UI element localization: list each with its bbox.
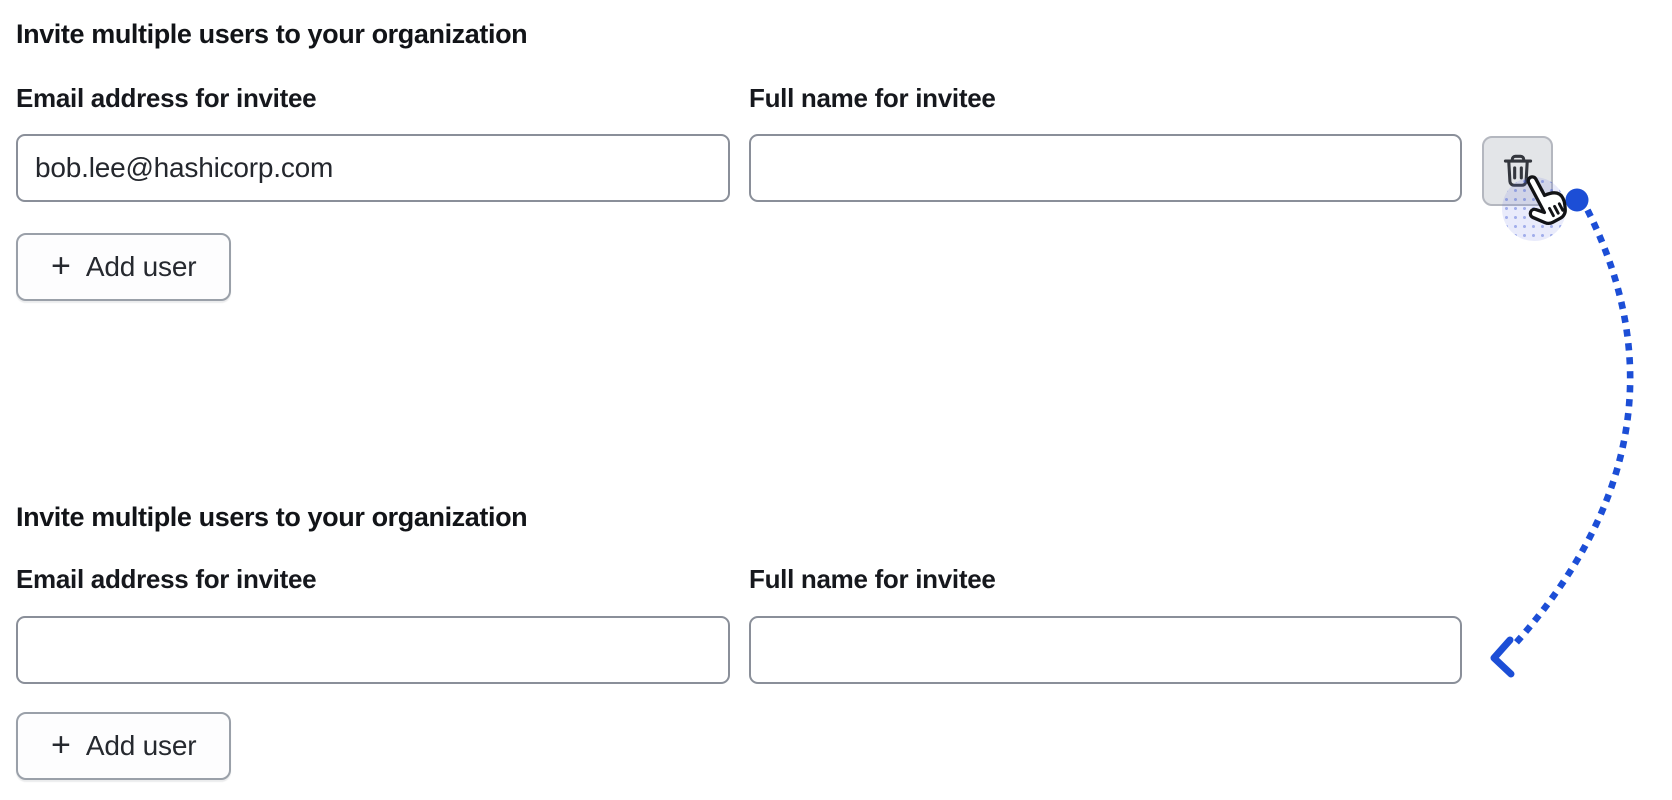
section1-email-input[interactable] xyxy=(16,134,730,202)
annotation-arrowhead xyxy=(1490,636,1515,678)
delete-user-row-button[interactable] xyxy=(1482,136,1553,206)
add-user-button-2[interactable]: + Add user xyxy=(16,712,232,780)
plus-icon: + xyxy=(51,725,71,764)
add-user-button[interactable]: + Add user xyxy=(16,233,232,301)
annotation-start-dot xyxy=(1565,188,1589,212)
plus-icon: + xyxy=(51,246,71,285)
section2-fullname-label: Full name for invitee xyxy=(749,564,996,594)
section2-email-input[interactable] xyxy=(16,616,730,684)
section1-heading: Invite multiple users to your organizati… xyxy=(16,19,528,49)
annotation-dotted-path xyxy=(1510,208,1634,649)
section2-heading: Invite multiple users to your organizati… xyxy=(16,502,528,532)
section1-fullname-label: Full name for invitee xyxy=(749,83,996,113)
trash-icon xyxy=(1503,154,1532,187)
add-user-label: Add user xyxy=(85,730,197,761)
section2-fullname-input[interactable] xyxy=(749,616,1462,684)
section1-fullname-input[interactable] xyxy=(749,134,1462,202)
section1-email-label: Email address for invitee xyxy=(16,83,317,113)
section2-email-label: Email address for invitee xyxy=(16,564,317,594)
add-user-label: Add user xyxy=(85,251,197,282)
